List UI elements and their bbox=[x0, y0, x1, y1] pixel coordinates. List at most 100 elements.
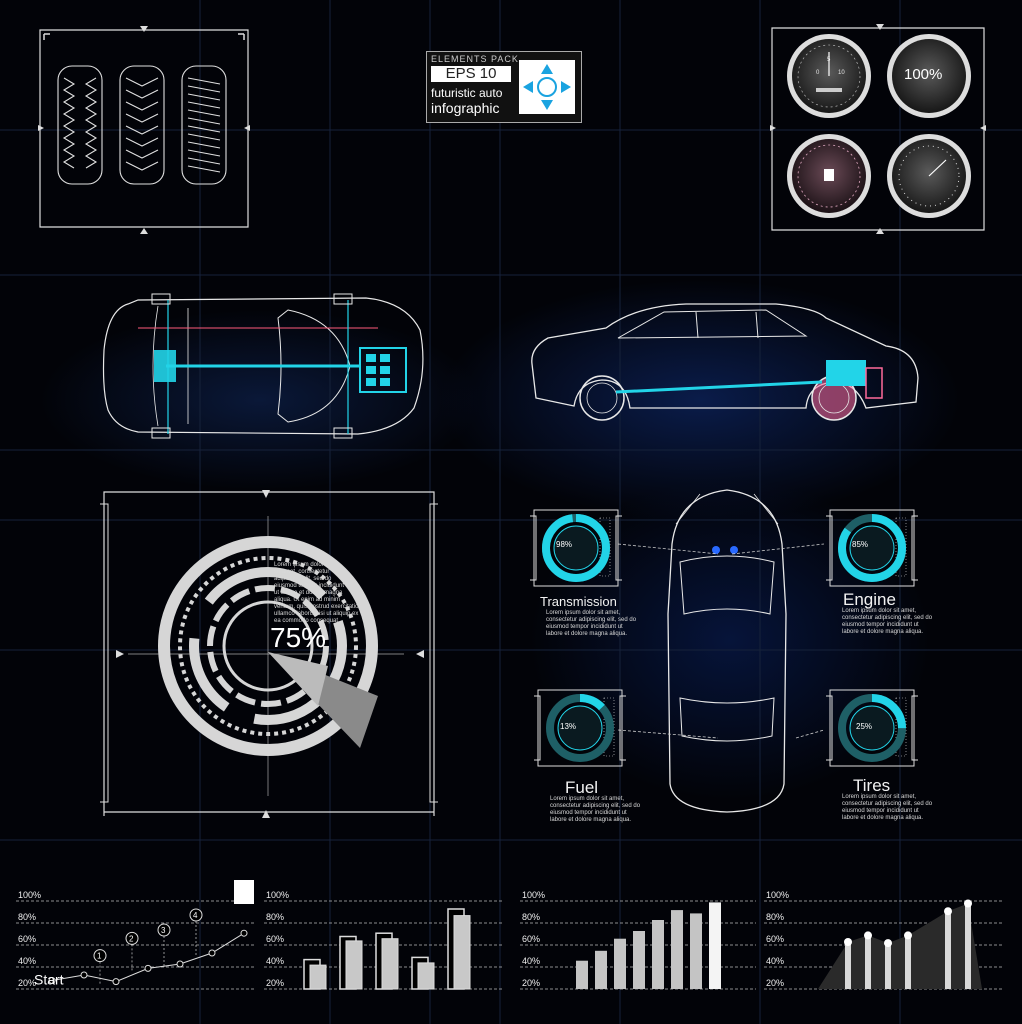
percent-gauge-icon bbox=[887, 34, 971, 118]
bottom-charts: 100%80%60%40%20%100%80%60%40%20%100%80%6… bbox=[16, 880, 1004, 990]
dial-paragraph-line: eiusmod tempor incididunt bbox=[274, 583, 345, 589]
tick-label: 40% bbox=[266, 956, 284, 966]
marker-label: 4 bbox=[193, 911, 198, 920]
fuel-percent: 13% bbox=[560, 722, 577, 731]
text-line: labore et dolore magna aliqua. bbox=[550, 817, 632, 823]
badge-line3: futuristic auto bbox=[431, 86, 503, 100]
car-side-view-blueprint bbox=[531, 303, 919, 421]
dial-paragraph-line: ut labore et dolore magna bbox=[274, 590, 343, 596]
connector-lines bbox=[617, 543, 825, 739]
gauge2-value: 100% bbox=[904, 66, 943, 83]
text-line: labore et dolore magna aliqua. bbox=[842, 815, 924, 821]
badge-line1: ELEMENTS PACK bbox=[431, 54, 519, 64]
dial-paragraph-line: Lorem ipsum dolor bbox=[274, 562, 324, 568]
tick-label: 80% bbox=[18, 912, 36, 922]
status-card-engine bbox=[826, 509, 918, 587]
bar bbox=[690, 913, 702, 989]
tick-label: 60% bbox=[266, 934, 284, 944]
engine-text: Lorem ipsum dolor sit amet,consectetur a… bbox=[842, 608, 942, 636]
tachometer-gauge-icon bbox=[887, 134, 971, 218]
bar bbox=[614, 938, 626, 989]
car-top-down-outline bbox=[667, 489, 787, 813]
text-line: labore et dolore magna aliqua. bbox=[546, 631, 628, 637]
tick-label: 80% bbox=[766, 912, 784, 922]
speedometer-gauge-icon bbox=[787, 34, 871, 118]
lollipop-head bbox=[964, 899, 972, 908]
fuel-gauge-icon bbox=[787, 134, 871, 218]
tires-percent: 25% bbox=[856, 722, 873, 731]
dial-paragraph-line: ea commodo consequat. bbox=[274, 618, 340, 624]
tick-label: 100% bbox=[266, 890, 289, 900]
line-point bbox=[176, 960, 184, 968]
big-dial-panel bbox=[100, 490, 438, 818]
marker-label: 1 bbox=[97, 952, 102, 961]
gauge1-scale-max: 10 bbox=[838, 70, 845, 76]
lollipop-stem bbox=[945, 911, 951, 989]
transmission-text: Lorem ipsum dolor sit amet,consectetur a… bbox=[546, 610, 646, 638]
tick-label: 80% bbox=[266, 912, 284, 922]
marker-pin-icon bbox=[93, 949, 107, 963]
marker-label: 2 bbox=[129, 934, 134, 943]
area-fill bbox=[818, 903, 982, 989]
dial-paragraph: Lorem ipsum dolor sit amet, consectetur … bbox=[274, 562, 384, 625]
text-line: consectetur adipiscing elit, sed do bbox=[550, 803, 641, 809]
bar bbox=[652, 920, 664, 989]
dial-paragraph-line: sit amet, consectetur bbox=[274, 569, 330, 575]
bar bbox=[671, 910, 683, 989]
bar bbox=[709, 902, 721, 989]
tick-label: 100% bbox=[18, 890, 41, 900]
fuel-label: Fuel bbox=[565, 778, 599, 797]
line-point bbox=[240, 929, 248, 937]
diamond-arrows-icon bbox=[519, 60, 575, 114]
lollipop-stem bbox=[865, 935, 871, 989]
marker-label: 3 bbox=[161, 926, 166, 935]
transmission-percent: 98% bbox=[556, 540, 573, 549]
text-line: eiusmod tempor incididunt ut bbox=[550, 810, 627, 816]
dial-paragraph-line: adipiscing elit, sed do bbox=[274, 576, 332, 582]
engine-percent: 85% bbox=[852, 540, 869, 549]
status-card-tires bbox=[826, 689, 918, 767]
lollipop-stem bbox=[965, 903, 971, 989]
bar bbox=[417, 962, 435, 990]
text-line: consectetur adipiscing elit, sed do bbox=[842, 615, 933, 621]
tick-label: 60% bbox=[18, 934, 36, 944]
tick-label: 20% bbox=[522, 978, 540, 988]
dial-paragraph-line: veniam, quis nostrud exercitation bbox=[274, 604, 362, 610]
engine-label: Engine bbox=[843, 590, 896, 609]
elements-pack-badge: ELEMENTS PACK EPS 10 futuristic auto inf… bbox=[426, 51, 582, 123]
tick-label: 20% bbox=[266, 978, 284, 988]
tire-tread-panel bbox=[38, 26, 250, 234]
line-point bbox=[48, 977, 56, 984]
gauge1-scale-min: 0 bbox=[816, 70, 820, 76]
tick-label: 60% bbox=[522, 934, 540, 944]
marker-pin-icon bbox=[125, 931, 139, 945]
status-card-fuel bbox=[534, 689, 626, 767]
tires-label: Tires bbox=[853, 776, 891, 795]
text-line: eiusmod tempor incididunt ut bbox=[546, 624, 623, 630]
dial-paragraph-line: ullamco laboris nisi ut aliquip ex bbox=[274, 611, 359, 617]
text-line: Lorem ipsum dolor sit amet, bbox=[842, 794, 917, 800]
lollipop-head bbox=[944, 907, 952, 916]
text-line: Lorem ipsum dolor sit amet, bbox=[546, 610, 621, 616]
bar bbox=[595, 950, 607, 989]
text-line: Lorem ipsum dolor sit amet, bbox=[550, 796, 625, 802]
tire-tread-icon bbox=[57, 65, 227, 185]
fuel-text: Lorem ipsum dolor sit amet,consectetur a… bbox=[550, 796, 650, 824]
lollipop-head bbox=[884, 939, 892, 948]
line-point bbox=[112, 978, 120, 986]
text-line: eiusmod tempor incididunt ut bbox=[842, 808, 919, 814]
badge-line4: infographic bbox=[431, 100, 500, 116]
status-card-transmission bbox=[530, 509, 622, 587]
dial-percent-value: 75% bbox=[270, 622, 327, 653]
start-label: Start bbox=[34, 972, 64, 988]
lollipop-head bbox=[864, 931, 872, 940]
bar bbox=[309, 964, 327, 990]
bar bbox=[453, 915, 471, 990]
marker-pin-icon bbox=[189, 908, 203, 922]
lollipop-head bbox=[844, 938, 852, 946]
line-point bbox=[144, 964, 152, 972]
lollipop-head bbox=[904, 931, 912, 940]
tick-label: 40% bbox=[766, 956, 784, 966]
